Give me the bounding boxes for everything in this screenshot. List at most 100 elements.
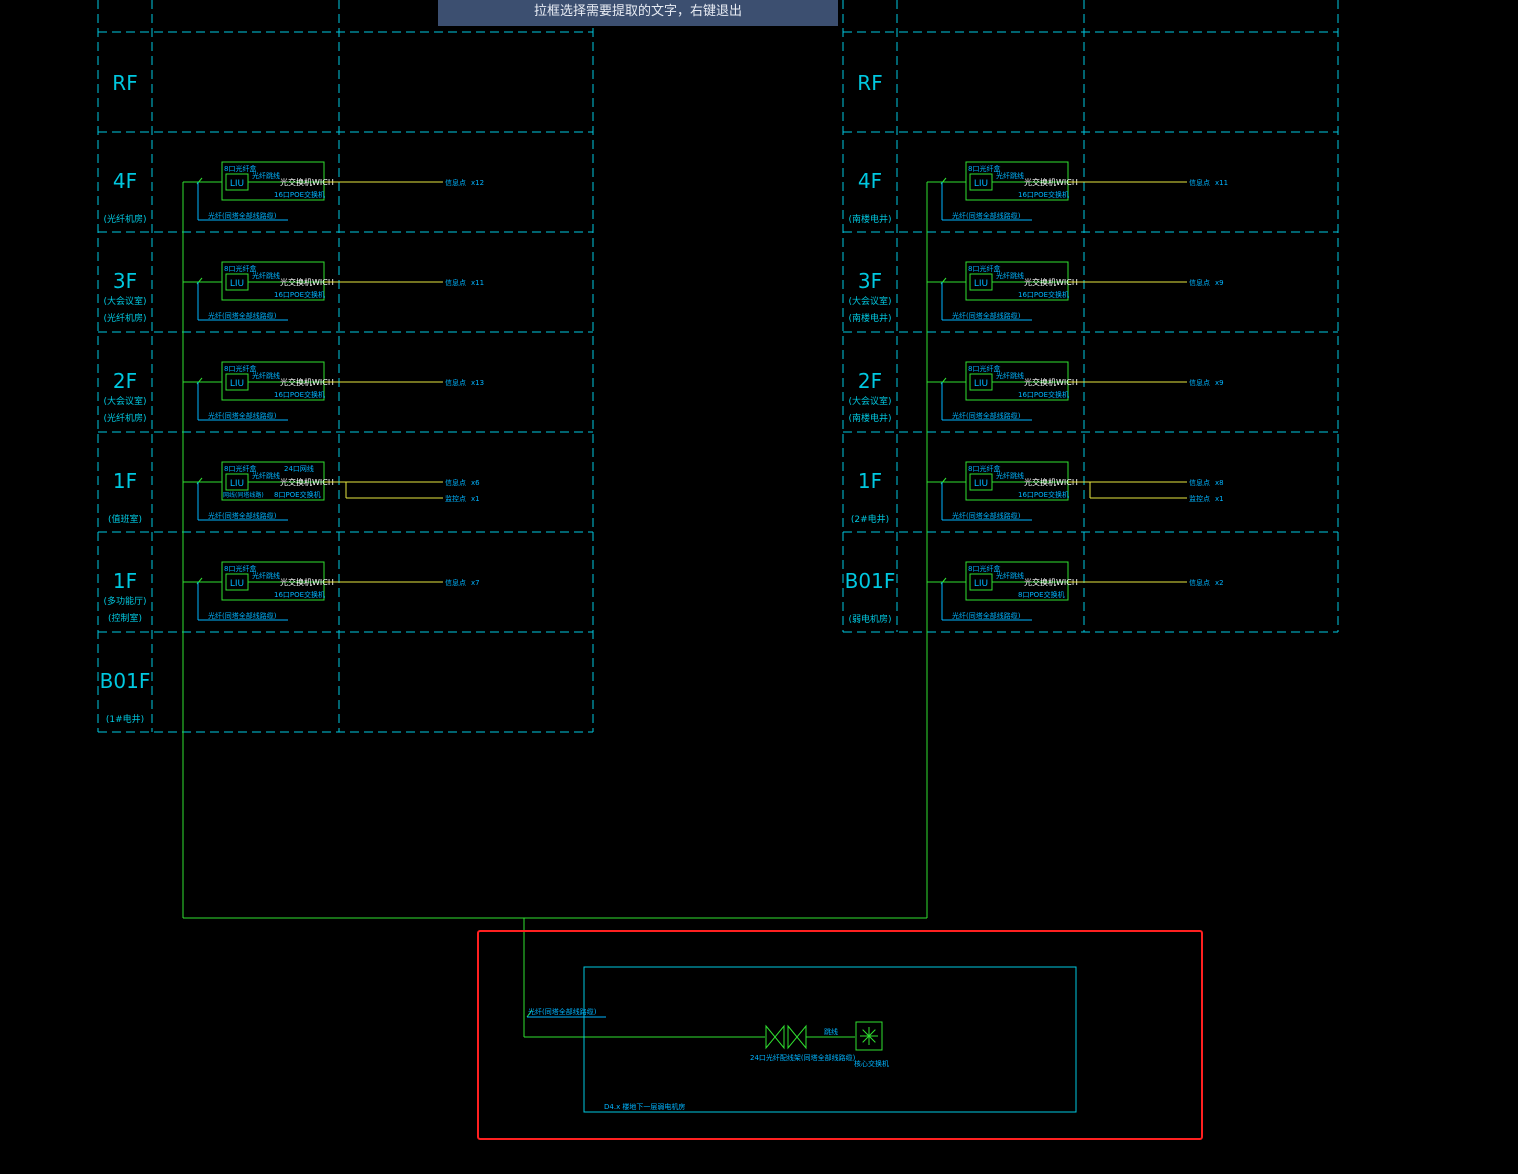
fiber-jumper-label: 光纤跳线 bbox=[996, 271, 1024, 280]
selection-rectangle[interactable] bbox=[477, 930, 1203, 1140]
floor-row: 4F(南楼电井)光纤(同塔全部线路缆)8口光纤盒LIU光纤跳线光交换机WICH1… bbox=[843, 131, 1338, 225]
fiber-cable-label: 光纤(同塔全部线路缆) bbox=[952, 411, 1021, 420]
outlet-count-label: x1 bbox=[471, 495, 480, 503]
liu-label: LIU bbox=[230, 579, 244, 589]
floor-row: 1F(值班室)光纤(同塔全部线路缆)8口光纤盒LIU光纤跳线24口网线光交换机W… bbox=[98, 431, 593, 525]
floor-location-label: (2#电井) bbox=[851, 513, 889, 525]
fiber-cable-label: 光纤(同塔全部线路缆) bbox=[952, 611, 1021, 620]
liu-label: LIU bbox=[974, 179, 988, 189]
distribution-box bbox=[965, 261, 1069, 301]
floor-row: B01F(弱电机房)光纤(同塔全部线路缆)8口光纤盒LIU光纤跳线光交换机WIC… bbox=[843, 531, 1338, 633]
floor-row: B01F (1#电井) bbox=[98, 631, 593, 733]
floor-location-label: (大会议室) bbox=[103, 395, 146, 407]
access-switch-label: 光交换机WICH bbox=[1024, 177, 1078, 187]
distribution-box bbox=[221, 261, 325, 301]
floor-level-label: B01F bbox=[100, 669, 151, 693]
fiber-cable-label: 光纤(同塔全部线路缆) bbox=[208, 411, 277, 420]
command-prompt-tooltip: 拉框选择需要提取的文字，右键退出 bbox=[438, 0, 838, 26]
fiber-jumper-label: 光纤跳线 bbox=[252, 471, 280, 480]
network-side-label: 网线(同塔线路) bbox=[223, 491, 264, 499]
machine-room-label: D4.x 楼地下一层弱电机房 bbox=[604, 1102, 685, 1111]
core-switch-arrows-icon bbox=[860, 1027, 878, 1045]
poe-switch-label: 16口POE交换机 bbox=[274, 390, 325, 399]
fiber-cable-label: 光纤(同塔全部线路缆) bbox=[952, 211, 1021, 220]
switch-arrow bbox=[862, 1035, 870, 1043]
liu-label: LIU bbox=[230, 379, 244, 389]
switch-arrow bbox=[862, 1029, 870, 1037]
fiber-cable-label: 光纤(同塔全部线路缆) bbox=[208, 211, 277, 220]
floor-level-label: 4F bbox=[113, 169, 137, 193]
floor-location-label: (光纤机房) bbox=[103, 213, 146, 225]
outlet-count-label: x2 bbox=[1215, 579, 1224, 587]
liu-label: LIU bbox=[974, 379, 988, 389]
fiber-box-label: 8口光纤盒 bbox=[968, 464, 1000, 473]
poe-switch-label: 16口POE交换机 bbox=[1018, 390, 1069, 399]
poe-switch-label: 16口POE交换机 bbox=[1018, 290, 1069, 299]
liu-label: LIU bbox=[230, 479, 244, 489]
floor-distribution-unit: 光纤(同塔全部线路缆)8口光纤盒LIU光纤跳线光交换机WICH8口POE交换机信… bbox=[927, 561, 1224, 621]
floor-row: 2F(大会议室)(光纤机房)光纤(同塔全部线路缆)8口光纤盒LIU光纤跳线光交换… bbox=[98, 331, 593, 424]
floor-location-label: (大会议室) bbox=[848, 395, 891, 407]
poe-switch-label: 16口POE交换机 bbox=[1018, 190, 1069, 199]
fiber-jumper-label: 光纤跳线 bbox=[996, 471, 1024, 480]
fiber-jumper-label: 光纤跳线 bbox=[996, 571, 1024, 580]
switch-arrow bbox=[868, 1035, 876, 1043]
floor-location-label: (南楼电井) bbox=[848, 412, 891, 424]
fiber-jumper-label: 光纤跳线 bbox=[252, 371, 280, 380]
outlet-type-label: 信息点 bbox=[1189, 378, 1210, 387]
distribution-box bbox=[221, 161, 325, 201]
outlet-type-label: 信息点 bbox=[445, 178, 466, 187]
outlet-type-label: 监控点 bbox=[445, 494, 466, 503]
floor-level-label: 1F bbox=[858, 469, 882, 493]
fiber-box-label: 8口光纤盒 bbox=[224, 264, 256, 273]
floor-row: 1F(2#电井)光纤(同塔全部线路缆)8口光纤盒LIU光纤跳线光交换机WICH1… bbox=[843, 431, 1338, 525]
floor-location-label: (大会议室) bbox=[848, 295, 891, 307]
outlet-count-label: x9 bbox=[1215, 279, 1224, 287]
floor-level-label: 3F bbox=[858, 269, 882, 293]
floor-location-label: (值班室) bbox=[108, 513, 142, 525]
poe-switch-label: 16口POE交换机 bbox=[274, 590, 325, 599]
fiber-jumper-label: 光纤跳线 bbox=[996, 171, 1024, 180]
floor-row: RF bbox=[98, 31, 593, 95]
distribution-box bbox=[965, 161, 1069, 201]
distribution-box bbox=[965, 361, 1069, 401]
access-switch-label: 光交换机WICH bbox=[280, 277, 334, 287]
fiber-tick-mark bbox=[526, 1009, 533, 1018]
floor-row: 1F(多功能厅)(控制室)光纤(同塔全部线路缆)8口光纤盒LIU光纤跳线光交换机… bbox=[98, 531, 593, 624]
outlet-group: 信息点 x11 bbox=[324, 278, 484, 287]
distribution-box bbox=[221, 361, 325, 401]
outlet-type-label: 信息点 bbox=[1189, 578, 1210, 587]
fiber-box-label: 8口光纤盒 bbox=[224, 164, 256, 173]
outlet-count-label: x11 bbox=[471, 279, 484, 287]
outlet-count-label: x12 bbox=[471, 179, 484, 187]
odf-label: 24口光纤配线架(同塔全部线路缆) bbox=[750, 1053, 856, 1062]
access-switch-label: 光交换机WICH bbox=[1024, 477, 1078, 487]
outlet-count-label: x9 bbox=[1215, 379, 1224, 387]
access-switch-label: 光交换机WICH bbox=[1024, 377, 1078, 387]
distribution-box bbox=[221, 561, 325, 601]
outlet-count-label: x6 bbox=[471, 479, 480, 487]
fiber-box-label: 8口光纤盒 bbox=[968, 264, 1000, 273]
core-switch-icon bbox=[855, 1021, 883, 1051]
core-switch-label: 核心交换机 bbox=[854, 1059, 889, 1068]
outlet-type-label: 信息点 bbox=[445, 278, 466, 287]
liu-label: LIU bbox=[230, 279, 244, 289]
floor-location-label: (控制室) bbox=[108, 612, 142, 624]
odf-symbol-1 bbox=[765, 1024, 785, 1050]
floor-distribution-unit: 光纤(同塔全部线路缆)8口光纤盒LIU光纤跳线光交换机WICH16口POE交换机… bbox=[927, 261, 1224, 321]
floor-level-label: B01F bbox=[845, 569, 896, 593]
machine-room-boundary bbox=[583, 966, 1077, 1113]
floor-location-label: (1#电井) bbox=[106, 713, 144, 725]
floor-location-label: (南楼电井) bbox=[848, 312, 891, 324]
poe-switch-label: 16口POE交换机 bbox=[1018, 490, 1069, 499]
incoming-fiber-label: 光纤(同塔全部线路缆) bbox=[528, 1007, 597, 1016]
floor-row: 3F(大会议室)(光纤机房)光纤(同塔全部线路缆)8口光纤盒LIU光纤跳线光交换… bbox=[98, 231, 593, 324]
floor-distribution-unit: 光纤(同塔全部线路缆)8口光纤盒LIU光纤跳线光交换机WICH16口POE交换机… bbox=[927, 161, 1228, 221]
outlet-count-label: x11 bbox=[1215, 179, 1228, 187]
fiber-jumper-label: 光纤跳线 bbox=[252, 271, 280, 280]
fiber-box-label: 8口光纤盒 bbox=[968, 364, 1000, 373]
